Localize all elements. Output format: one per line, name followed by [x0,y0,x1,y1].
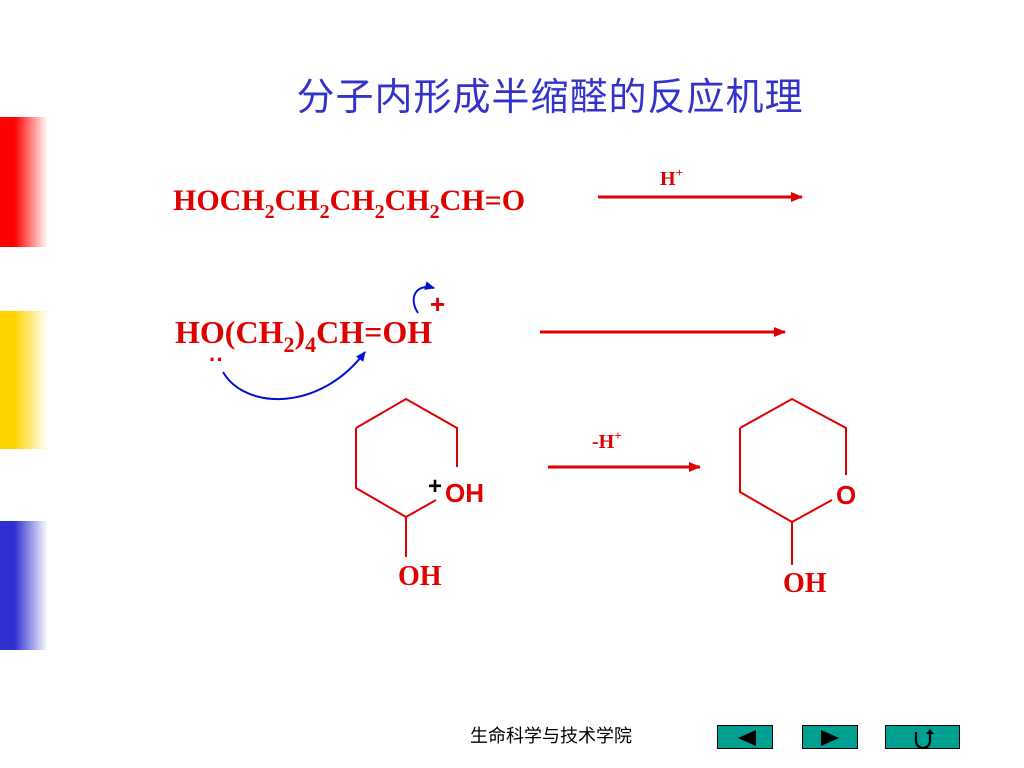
nucleophilic-attack-arrow [222,351,366,400]
catalyst-label: H+ [660,165,683,190]
decor-bar-yellow [0,311,48,449]
return-button[interactable] [885,725,960,750]
ring-oxygen-label: O [836,480,856,510]
decor-bar-blue [0,521,48,650]
previous-slide-button[interactable] [717,725,773,749]
slide-title: 分子内形成半缩醛的反应机理 [296,75,804,119]
triangle-left-icon [738,730,756,746]
triangle-right-icon [821,730,839,746]
oxonium-oh-label: OH [445,478,484,508]
decor-bar-red [0,117,48,247]
oxonium-charge: + [428,473,442,500]
left-ring-upper-bonds [355,397,458,467]
return-icon [914,729,934,750]
left-hydroxyl-label: OH [398,561,442,592]
reactant-formula: HOCH2CH2CH2CH2CH=O [173,184,525,223]
right-ring-upper-bonds [739,397,847,475]
right-hydroxyl-label: OH [783,568,827,599]
deprotonation-label: -H+ [592,428,622,453]
right-ring-lower-bonds [739,428,833,524]
small-curved-arrow [412,281,435,314]
footer-institution: 生命科学与技术学院 [470,726,632,747]
intermediate-formula: HO(CH2)4CH=OH [175,314,432,357]
positive-charge: + [430,289,445,319]
lone-pair-dots: ·· [209,347,224,372]
next-slide-button[interactable] [802,725,858,749]
left-ring-lower-bonds [355,428,437,519]
